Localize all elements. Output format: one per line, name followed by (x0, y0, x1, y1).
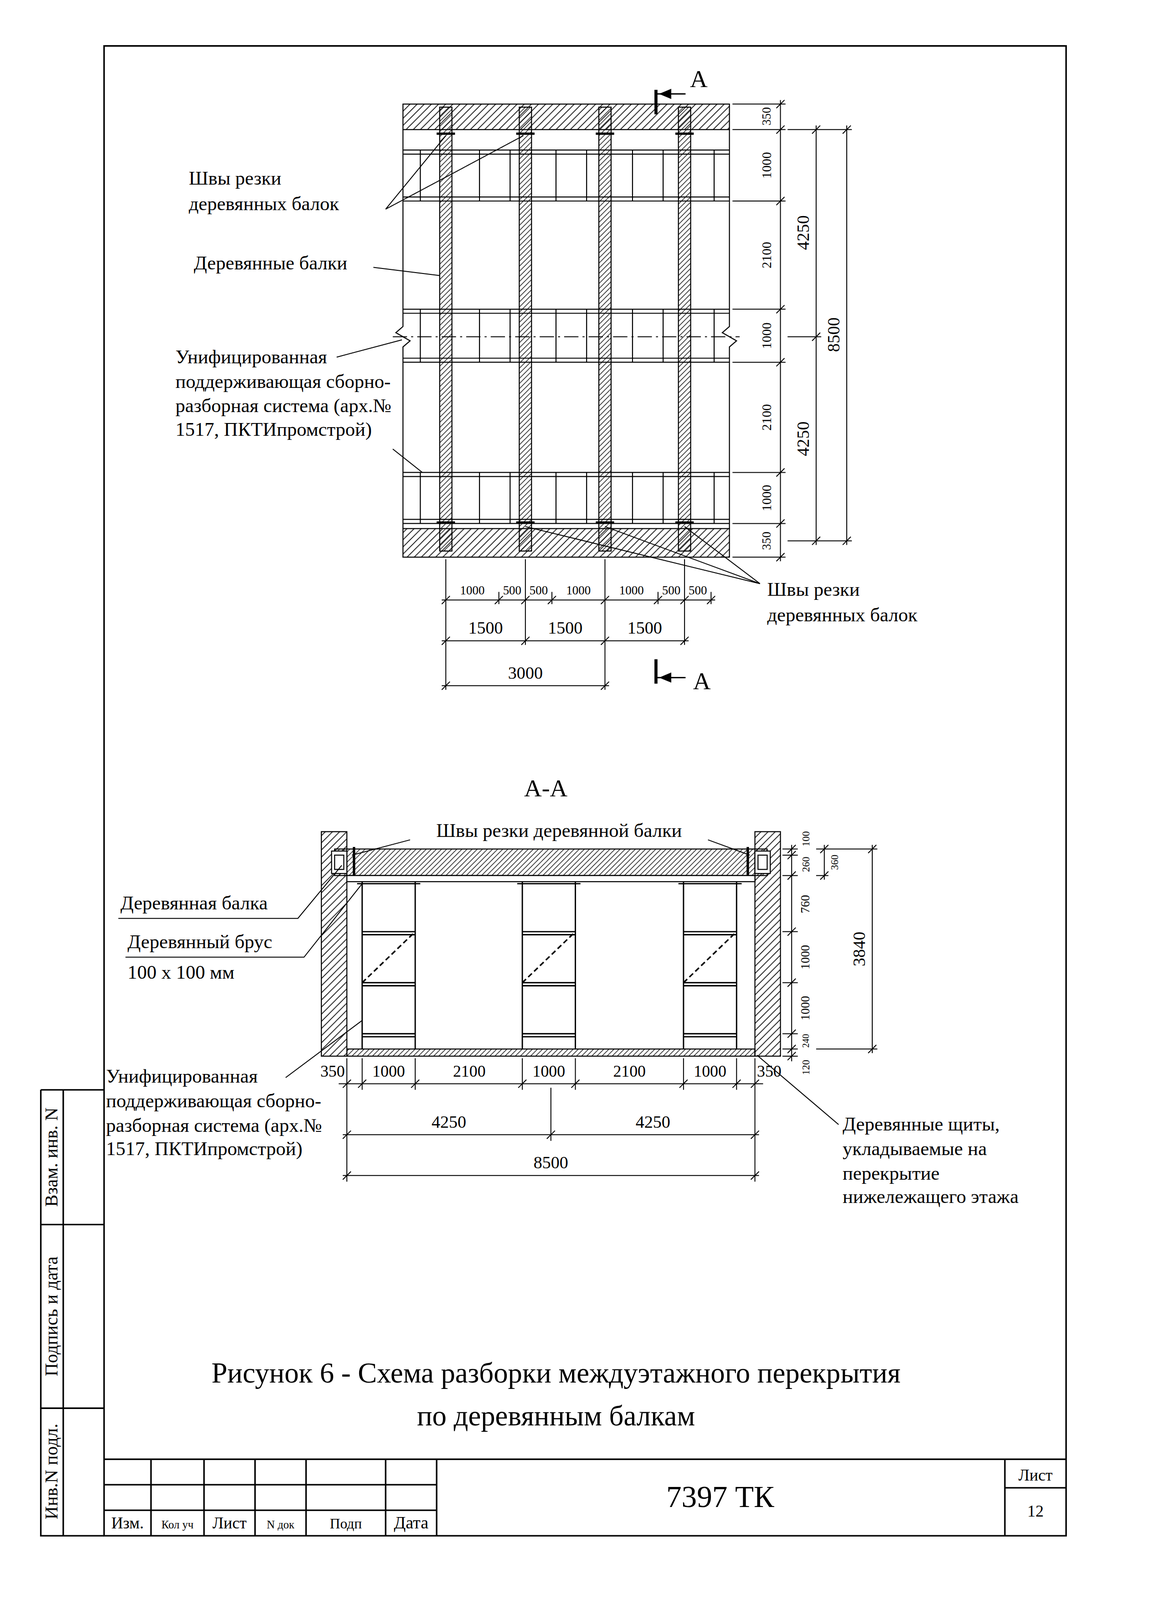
callout-text: Швы резки деревянных балок (188, 166, 383, 217)
section-letter: А (693, 667, 711, 695)
callout-text: Деревянные щиты, укладываемые на перекры… (842, 1111, 1057, 1210)
figure-caption: Рисунок 6 - Схема разборки междуэтажного… (205, 1351, 906, 1438)
dimension-value: 1500 (627, 618, 663, 639)
callout-text: Деревянный брус 100 х 100 мм (127, 926, 307, 988)
wall-hatch (755, 831, 781, 1056)
dimension-lines (338, 844, 878, 1182)
title-block (103, 1458, 1066, 1536)
wooden-beam (439, 107, 453, 551)
sheet-number: 12 (1027, 1501, 1044, 1520)
beam-pocket (331, 850, 348, 874)
title-block-cell: Дата (393, 1512, 429, 1534)
section-arrowhead (658, 672, 672, 683)
dimension-value: 1000 (798, 944, 814, 970)
diagonal-brace (362, 931, 737, 983)
dimension-value: 260 (800, 856, 812, 872)
dimension-value: 1000 (759, 322, 776, 349)
wooden-beam (519, 107, 532, 551)
beam-end (334, 854, 344, 870)
wall-hatch (321, 831, 347, 1056)
dimension-value: 1000 (460, 582, 485, 599)
callout-text: Швы резки деревянной балки (436, 819, 682, 842)
callout-text: Швы резки деревянных балок (766, 577, 961, 628)
title-block-cell: Кол уч (161, 1518, 194, 1531)
title-block-cell: N док (266, 1518, 295, 1531)
section-arrow (655, 93, 686, 678)
wooden-beam (678, 107, 691, 551)
leader-line (336, 135, 761, 584)
dimension-value: 350 (759, 107, 776, 126)
dimension-value: 120 (800, 1059, 812, 1076)
dimension-value: 8500 (533, 1152, 569, 1174)
dimension-value: 4250 (635, 1111, 671, 1133)
dimension-value: 1500 (547, 618, 583, 639)
dimension-value: 1000 (693, 1061, 727, 1081)
support-towers (357, 881, 742, 1049)
dimension-value: 760 (798, 894, 814, 913)
dimension-value: 500 (662, 582, 681, 599)
beam-pocket (755, 850, 771, 874)
dimension-value: 4250 (793, 421, 815, 457)
wooden-beam (334, 849, 767, 876)
dimension-value: 1000 (619, 582, 644, 599)
section-letter: А (689, 65, 708, 93)
title-block-cell: Лист (212, 1513, 247, 1533)
dimension-value: 1000 (532, 1061, 566, 1081)
title-block-cell: Лист (1018, 1466, 1053, 1485)
dimension-lines (441, 99, 852, 690)
dimension-value: 1000 (566, 582, 591, 599)
dimension-value: 350 (759, 531, 776, 550)
dimension-value: 2100 (759, 241, 776, 269)
document-code: 7397 ТК (666, 1479, 775, 1514)
stamp-field: Подпись и дата (41, 1255, 63, 1376)
dimension-value: 2100 (612, 1061, 646, 1081)
wooden-beam (598, 107, 612, 551)
cut-seams (436, 133, 694, 523)
dimension-value: 360 (828, 854, 841, 870)
beam-end (757, 854, 767, 870)
dimension-value: 500 (688, 582, 707, 599)
cut-seams (354, 846, 748, 878)
title-block-cell: Подп (329, 1516, 362, 1533)
dimension-value: 3000 (508, 663, 543, 684)
dimension-value: 240 (800, 1033, 811, 1048)
sheet-frame (41, 46, 1067, 1536)
section-arrowhead (658, 88, 672, 99)
frame-border (103, 46, 1066, 1536)
dimension-value: 2100 (452, 1061, 486, 1081)
callout-text: Унифицированная поддерживающая сборно-ра… (175, 344, 395, 443)
timber-bar (346, 875, 755, 882)
callout-text: Унифицированная поддерживающая сборно-ра… (106, 1064, 326, 1162)
dimension-value: 4250 (793, 215, 815, 250)
section-title: А-А (524, 774, 568, 803)
dimension-value: 4250 (431, 1111, 467, 1133)
stamp-field: Инв.N подл. (41, 1423, 63, 1519)
dimension-value: 1500 (468, 618, 504, 639)
dimension-value: 100 (800, 830, 812, 847)
dimension-value: 350 (320, 1061, 345, 1081)
dimension-value: 3840 (849, 931, 871, 967)
dimension-value: 350 (756, 1061, 782, 1081)
dimension-value: 1000 (372, 1061, 406, 1081)
side-stamp (41, 1089, 105, 1536)
section-mark (654, 89, 658, 684)
callout-text: Деревянные балки (193, 252, 348, 275)
dimension-value: 1000 (759, 484, 776, 511)
stamp-field: Взам. инв. N (41, 1107, 63, 1207)
callout-text: Деревянная балка (120, 891, 268, 915)
dimension-value: 8500 (824, 317, 845, 352)
floor-shields (346, 1048, 755, 1056)
title-block-cell: Изм. (111, 1513, 144, 1533)
dimension-value: 500 (503, 582, 522, 599)
dimension-value: 1000 (759, 152, 776, 179)
dimension-value: 2100 (759, 403, 776, 431)
dimension-value: 1000 (798, 995, 814, 1021)
dimension-value: 500 (529, 582, 548, 599)
